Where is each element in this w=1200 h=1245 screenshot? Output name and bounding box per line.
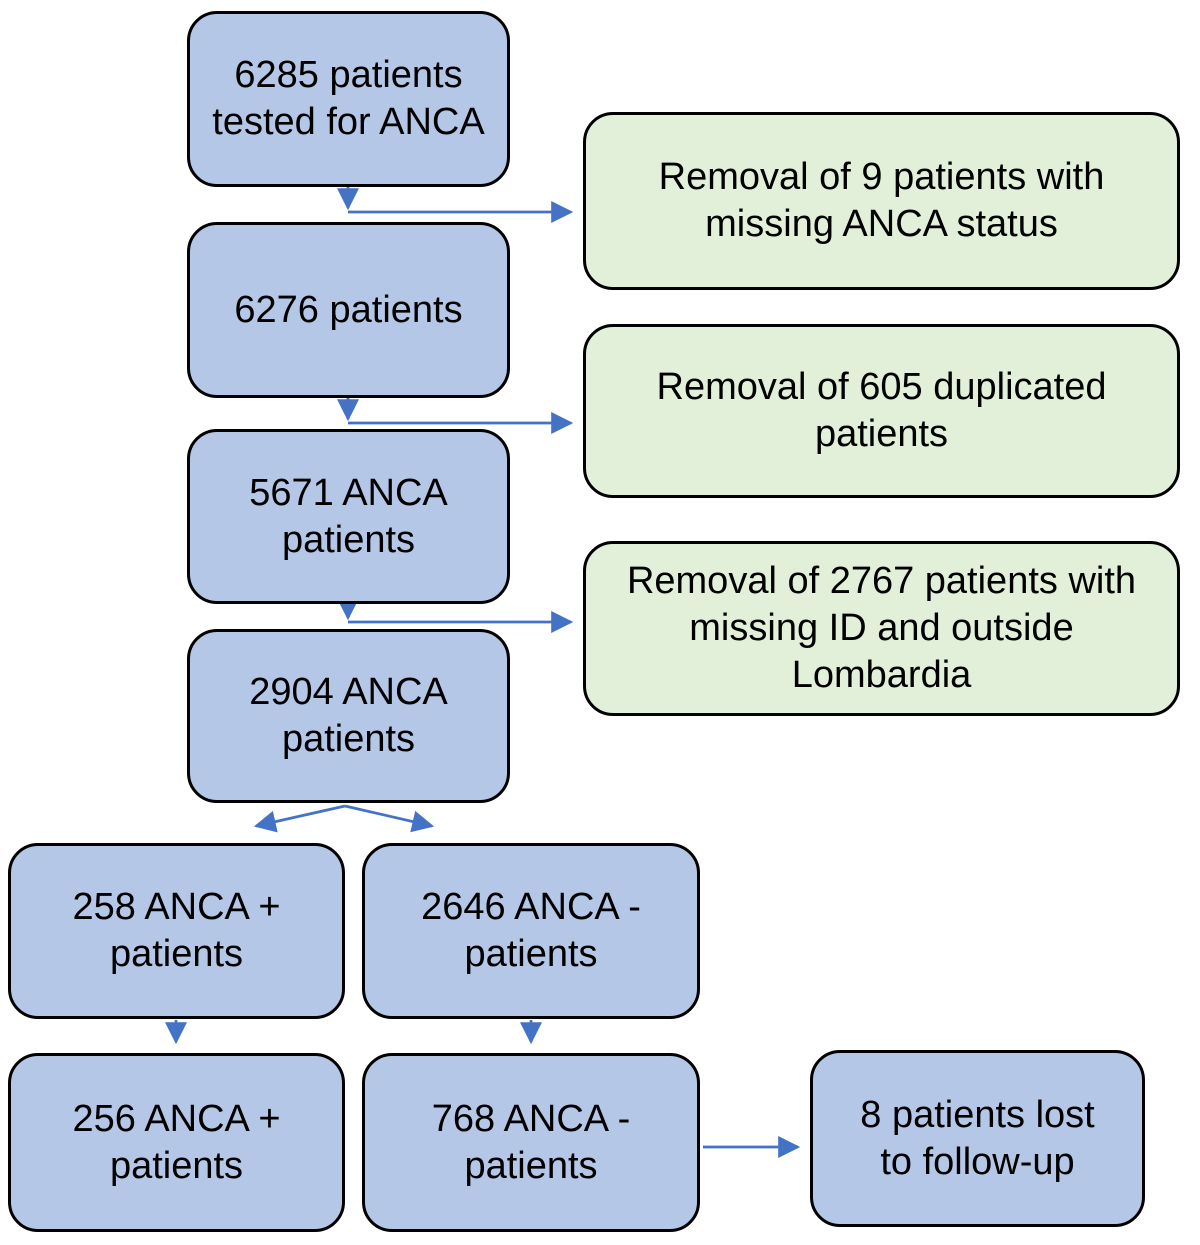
node-label-line: patients xyxy=(281,718,416,760)
node-label-line: patients xyxy=(464,933,598,975)
node-removal-9-missing-anca: Removal of 9 patients with missing ANCA … xyxy=(583,112,1180,290)
node-label-line: 258 ANCA + xyxy=(72,886,281,928)
node-label-line: 2646 ANCA - xyxy=(421,886,641,928)
node-258-anca-positive: 258 ANCA + patients xyxy=(8,843,345,1019)
arrow-split-right xyxy=(344,804,435,833)
node-label-line: patients xyxy=(109,1144,244,1187)
node-2904-anca: 2904 ANCA patients xyxy=(187,629,510,803)
node-label-line: patients xyxy=(281,518,416,561)
node-label-line: missing ID and outside xyxy=(689,607,1074,649)
node-label-line: patients xyxy=(814,413,949,455)
node-label-line: Removal of 605 duplicated xyxy=(656,366,1107,408)
node-removal-2767-id-lombardia: Removal of 2767 patients with missing ID… xyxy=(583,541,1180,716)
node-256-anca-positive: 256 ANCA + patients xyxy=(8,1053,345,1232)
node-5671-anca: 5671 ANCA patients xyxy=(187,429,510,604)
node-6276-patients: 6276 patients xyxy=(187,222,510,398)
node-8-lost-followup: 8 patients lost to follow-up xyxy=(810,1050,1145,1227)
node-label-line: 5671 ANCA xyxy=(249,471,448,514)
node-6285-tested: 6285 patients tested for ANCA xyxy=(187,11,510,187)
node-removal-605-duplicated: Removal of 605 duplicated patients xyxy=(583,324,1180,498)
node-label-line: 8 patients lost xyxy=(860,1093,1095,1136)
node-label-line: missing ANCA status xyxy=(705,203,1058,245)
node-label-line: patients xyxy=(109,933,244,975)
node-label-line: 6276 patients xyxy=(234,288,463,331)
node-label-line: Lombardia xyxy=(791,654,972,696)
node-label-line: patients xyxy=(464,1144,598,1187)
node-label-line: 6285 patients xyxy=(234,54,463,96)
node-label-line: 2904 ANCA xyxy=(249,671,448,713)
node-label-line: Removal of 9 patients with xyxy=(658,156,1105,198)
arrow-split-left xyxy=(253,804,346,833)
node-768-anca-negative: 768 ANCA - patients xyxy=(362,1053,700,1232)
node-2646-anca-negative: 2646 ANCA - patients xyxy=(362,843,700,1019)
node-label-line: 256 ANCA + xyxy=(72,1097,281,1140)
node-label-line: to follow-up xyxy=(880,1140,1075,1183)
node-label-line: 768 ANCA - xyxy=(431,1097,631,1140)
node-label-line: Removal of 2767 patients with xyxy=(626,560,1137,602)
node-label-line: tested for ANCA xyxy=(212,101,485,143)
